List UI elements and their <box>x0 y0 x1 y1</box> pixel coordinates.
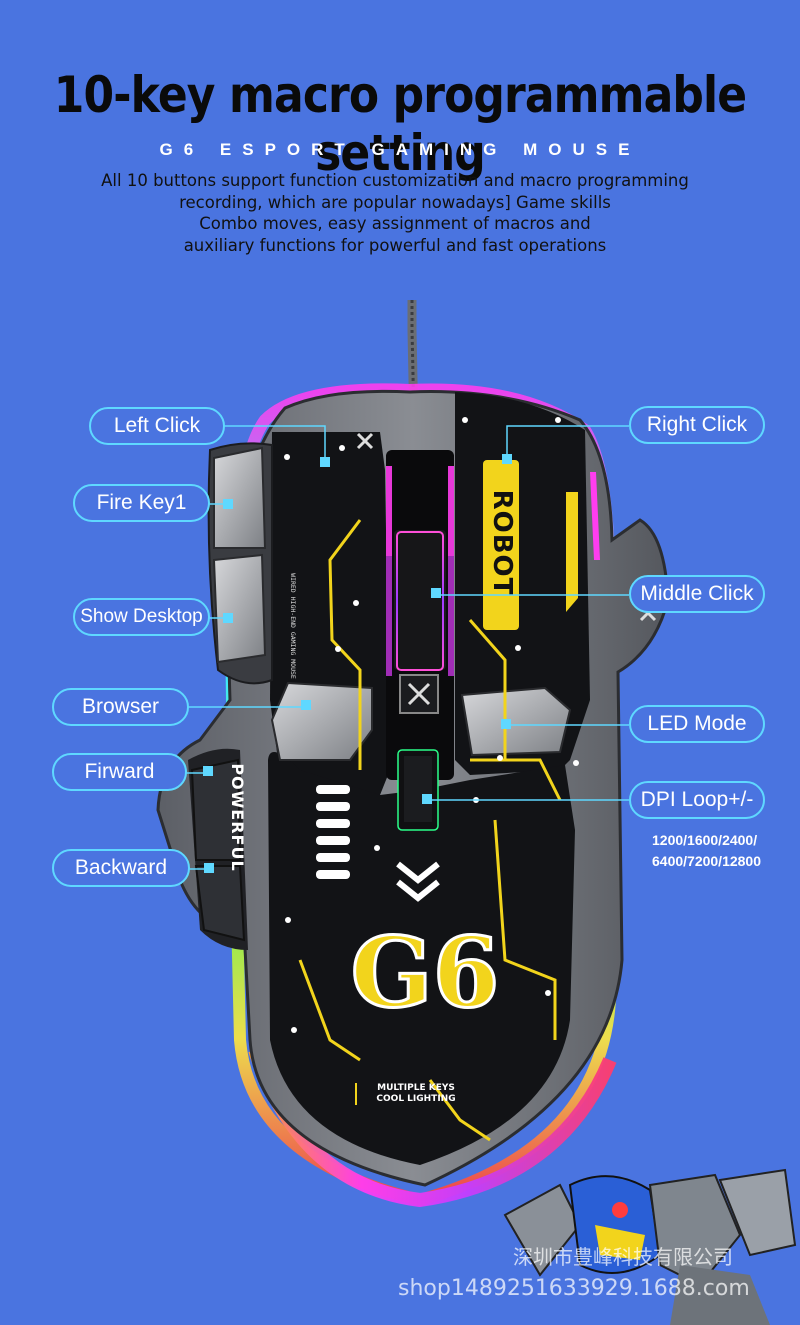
powerful-text: POWERFUL <box>228 763 247 872</box>
tagline-line: MULTIPLE KEYS <box>377 1083 455 1093</box>
tagline: MULTIPLE KEYS COOL LIGHTING <box>355 1083 471 1105</box>
description-line: All 10 buttons support function customiz… <box>101 171 689 190</box>
callout-dpi-loop: DPI Loop+/- <box>629 781 765 819</box>
description-line: auxiliary functions for powerful and fas… <box>183 235 607 255</box>
watermark-company: 深圳市豊峰科技有限公司 <box>513 1245 733 1269</box>
tagline-line: COOL LIGHTING <box>376 1094 456 1104</box>
scroll-wheel <box>396 531 444 671</box>
model-logo: G6 <box>349 916 501 1029</box>
dpi-values-line: 6400/7200/12800 <box>652 853 761 869</box>
callout-fire-key: Fire Key1 <box>73 484 210 522</box>
callout-led-mode: LED Mode <box>629 705 765 743</box>
description-line: Combo moves, easy assignment of macros a… <box>199 214 591 233</box>
callout-left-click: Left Click <box>89 407 225 445</box>
page-subtitle: G6 ESPORT GAMING MOUSE <box>159 140 641 159</box>
robot-badge: ROBOT <box>483 460 519 630</box>
side-print-text: WIRED HIGH-END GAMING MOUSE <box>289 573 297 679</box>
dpi-values-line: 1200/1600/2400/ <box>652 832 758 848</box>
page-title: 10-key macro programmable setting <box>53 66 747 182</box>
robot-text: ROBOT <box>487 489 517 597</box>
callout-browser: Browser <box>52 688 189 726</box>
callout-middle-click: Middle Click <box>629 575 765 613</box>
robot-figure-image <box>503 1168 797 1325</box>
callout-show-desktop: Show Desktop <box>73 598 210 636</box>
dpi-values: 1200/1600/2400/ 6400/7200/12800 <box>652 830 761 872</box>
callout-forward: Firward <box>52 753 187 791</box>
callout-right-click: Right Click <box>629 406 765 444</box>
description-line: recording, which are popular nowadays] G… <box>179 192 611 212</box>
description: All 10 buttons support function customiz… <box>60 170 730 256</box>
watermark-shop: shop1489251633929.1688.com <box>398 1276 750 1301</box>
callout-backward: Backward <box>52 849 190 887</box>
